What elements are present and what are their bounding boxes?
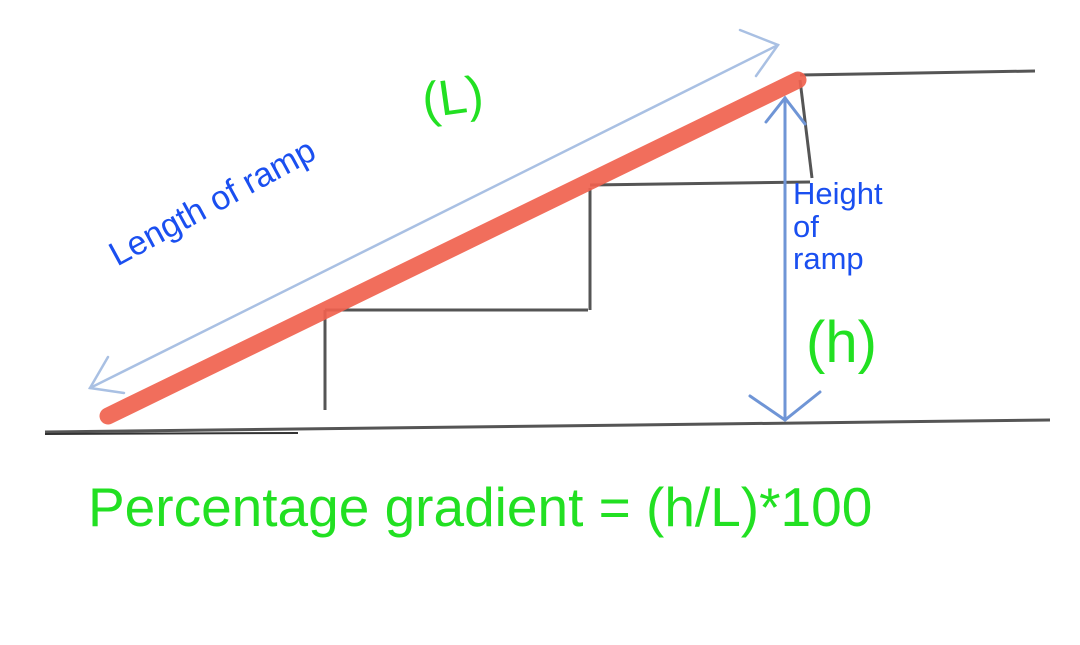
height-arrowhead-top bbox=[764, 95, 807, 126]
height-arrow bbox=[748, 95, 822, 422]
height-symbol: (h) bbox=[806, 310, 877, 375]
height-label-line-3: ramp bbox=[793, 241, 864, 277]
gradient-formula: Percentage gradient = (h/L)*100 bbox=[88, 476, 873, 538]
height-label-line-1: Height bbox=[793, 176, 883, 211]
length-symbol: (L) bbox=[418, 65, 487, 129]
steps bbox=[323, 79, 814, 410]
height-arrowhead-bottom bbox=[748, 390, 822, 422]
length-arrowhead-start bbox=[87, 355, 126, 395]
step-2-tread bbox=[589, 180, 811, 187]
top-level-line bbox=[799, 69, 1036, 77]
length-arrowhead-end bbox=[738, 28, 780, 78]
ground-line bbox=[44, 418, 1051, 434]
length-arrow bbox=[87, 28, 780, 395]
ground-line-shadow bbox=[44, 432, 299, 435]
step-3-riser bbox=[798, 79, 814, 179]
ramp bbox=[99, 71, 807, 425]
height-label-line-2: of bbox=[793, 208, 819, 244]
length-arrow-shaft bbox=[88, 43, 780, 390]
height-of-ramp-label: Height of ramp bbox=[793, 176, 923, 277]
